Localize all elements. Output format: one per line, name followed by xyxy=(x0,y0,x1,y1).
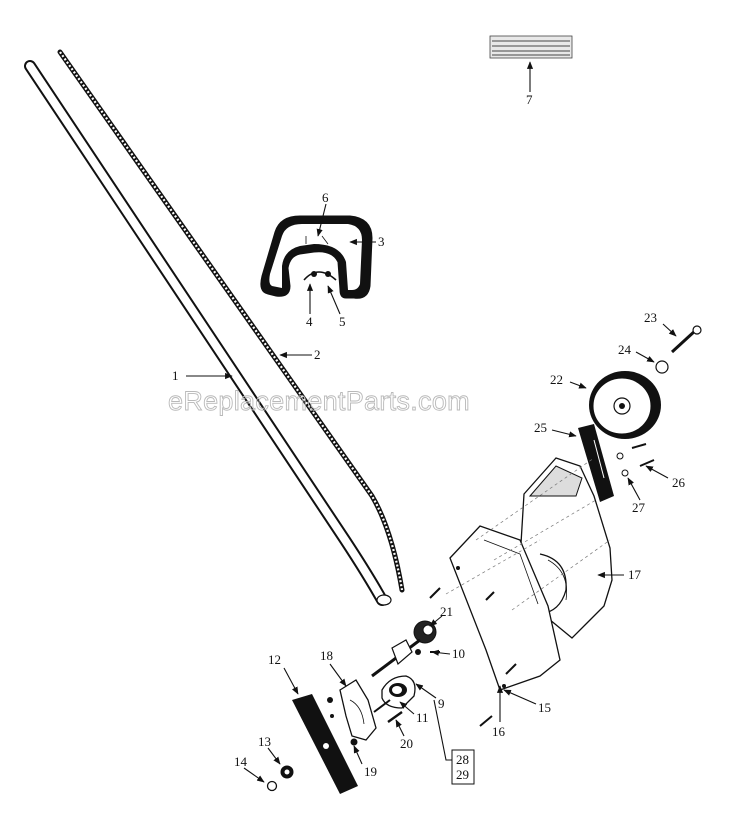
axle-washer xyxy=(655,360,669,374)
callout-6: 6 xyxy=(322,190,329,205)
front-shield xyxy=(449,525,561,691)
callout-15: 15 xyxy=(538,700,551,715)
callout-18: 18 xyxy=(320,648,333,663)
guard-hardware xyxy=(616,443,655,477)
callout-27: 27 xyxy=(632,500,646,515)
wheel xyxy=(589,371,661,439)
gear-housing xyxy=(371,620,440,713)
callout-13: 13 xyxy=(258,734,271,749)
shield-screws xyxy=(429,587,517,727)
callout-19: 19 xyxy=(364,764,377,779)
axle-bolt xyxy=(670,325,702,354)
shaft-clamp xyxy=(339,679,377,741)
drive-cable xyxy=(57,49,405,593)
callout-9: 9 xyxy=(438,696,445,711)
shaft-tube xyxy=(24,60,392,606)
leader-lines xyxy=(186,61,677,783)
clamp-bolt xyxy=(387,711,403,723)
edger-blade xyxy=(292,694,358,794)
callout-25: 25 xyxy=(534,420,547,435)
callout-16: 16 xyxy=(492,724,506,739)
callout-3: 3 xyxy=(378,234,385,249)
callout-23: 23 xyxy=(644,310,657,325)
blade-nut xyxy=(266,780,278,792)
callout-14: 14 xyxy=(234,754,248,769)
assist-handle xyxy=(260,215,373,299)
callout-20: 20 xyxy=(400,736,413,751)
callout-2: 2 xyxy=(314,347,321,362)
callout-4: 4 xyxy=(306,314,313,329)
callout-1: 1 xyxy=(172,368,179,383)
callout-7: 7 xyxy=(526,92,533,107)
callout-5: 5 xyxy=(339,314,346,329)
callout-26: 26 xyxy=(672,475,686,490)
callout-22: 22 xyxy=(550,372,563,387)
callout-10: 10 xyxy=(452,646,465,661)
callout-17: 17 xyxy=(628,567,642,582)
callout-24: 24 xyxy=(618,342,632,357)
callout-11: 11 xyxy=(416,710,429,725)
callout-21: 21 xyxy=(440,604,453,619)
guard-plate xyxy=(578,424,614,502)
callout-labels: 1 2 3 4 5 6 7 9 10 11 12 13 14 15 16 17 … xyxy=(172,92,686,782)
callout-29: 29 xyxy=(456,767,469,782)
callout-28: 28 xyxy=(456,752,469,767)
decal-strip xyxy=(489,35,573,59)
callout-12: 12 xyxy=(268,652,281,667)
watermark: eReplacementParts.com xyxy=(168,386,470,416)
